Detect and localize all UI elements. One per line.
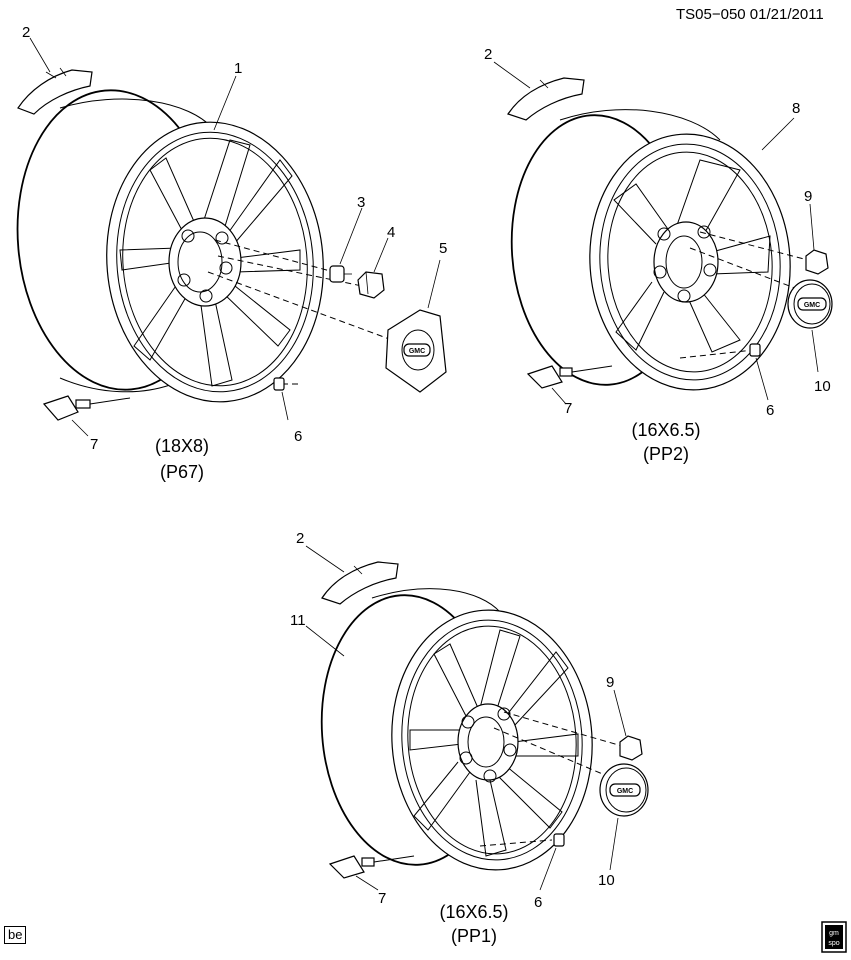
gm-spo-logo: gm spo xyxy=(821,921,847,953)
wheel-16x6-5-pp1-assembly: GMC xyxy=(305,545,649,891)
callout-1: 1 xyxy=(234,60,243,77)
callout-7: 7 xyxy=(564,400,573,417)
footer-code-box: be xyxy=(4,926,27,944)
callout-8: 8 xyxy=(792,100,801,117)
wheel-spokes xyxy=(409,629,579,857)
callout-6: 6 xyxy=(534,894,543,911)
wheel-16x6-5-pp2-assembly: GMC xyxy=(493,61,833,405)
center-cap-part-10: GMC xyxy=(599,763,649,817)
callout-2: 2 xyxy=(484,46,493,63)
callout-9: 9 xyxy=(606,674,615,691)
barrel-top-edge xyxy=(59,98,215,131)
wheel-size-label: (16X6.5) xyxy=(439,902,509,922)
callout-10: 10 xyxy=(814,378,831,395)
lug-nut-part-9 xyxy=(805,249,829,275)
cap-logo-text: GMC xyxy=(409,348,425,355)
valve-cap-part-6 xyxy=(273,377,285,391)
tpms-sensor-part-2 xyxy=(321,561,399,605)
tpms-valve-part-7 xyxy=(42,395,131,421)
wheel-hub xyxy=(168,217,242,307)
callout-2: 2 xyxy=(22,24,31,41)
document-id: TS05−050 01/21/2011 xyxy=(676,6,824,23)
tpms-sensor-part-2 xyxy=(17,67,93,115)
callout-9: 9 xyxy=(804,188,813,205)
center-cap-part-10: GMC xyxy=(787,279,833,329)
callout-6: 6 xyxy=(766,402,775,419)
callout-2: 2 xyxy=(296,530,305,547)
callout-6: 6 xyxy=(294,428,303,445)
callout-5: 5 xyxy=(439,240,448,257)
valve-cap-part-6 xyxy=(749,343,761,357)
valve-cap-part-6 xyxy=(553,833,565,847)
tpms-valve-part-7 xyxy=(328,855,415,879)
tpms-valve-part-7 xyxy=(526,365,613,389)
wheel-stud-part-3 xyxy=(329,265,352,283)
wheel-option-code: (PP1) xyxy=(450,926,497,946)
callout-4: 4 xyxy=(387,224,396,241)
wheel-option-code: (P67) xyxy=(159,462,204,482)
svg-text:gm: gm xyxy=(829,930,839,937)
callout-11: 11 xyxy=(290,612,306,629)
svg-text:spo: spo xyxy=(828,940,839,947)
wheel-size-label: (16X6.5) xyxy=(631,420,701,440)
barrel-bottom-edge xyxy=(59,377,171,393)
callout-10: 10 xyxy=(598,872,615,889)
wheel-spokes xyxy=(613,159,771,353)
callout-7: 7 xyxy=(378,890,387,907)
wheel-18x8-assembly: GMC xyxy=(16,37,447,437)
lug-nut-part-4 xyxy=(357,271,385,299)
cap-logo-text: GMC xyxy=(617,788,633,795)
lug-nut-part-9 xyxy=(619,735,643,761)
wheel-option-code: (PP2) xyxy=(642,444,689,464)
callout-7: 7 xyxy=(90,436,99,453)
callout-3: 3 xyxy=(357,194,366,211)
center-cap-part-5: GMC xyxy=(385,309,447,393)
cap-logo-text: GMC xyxy=(804,302,820,309)
tpms-sensor-part-2 xyxy=(507,77,585,121)
wheel-spokes xyxy=(119,139,301,387)
wheel-hub xyxy=(457,703,519,781)
wheel-size-label: (18X8) xyxy=(154,436,210,456)
